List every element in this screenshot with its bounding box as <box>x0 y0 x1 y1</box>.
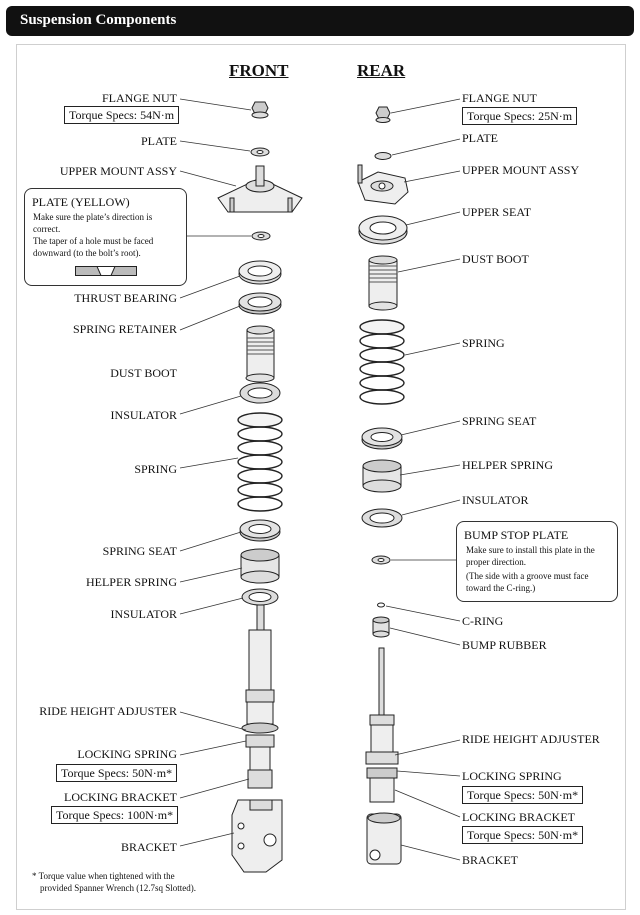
front-label-ride-height-adjuster: RIDE HEIGHT ADJUSTER <box>39 704 177 718</box>
diagram-frame <box>16 44 626 910</box>
front-plate-yellow-note: PLATE (YELLOW) Make sure the plate’s dir… <box>24 188 187 286</box>
front-label-insulator-lower: INSULATOR <box>110 607 177 621</box>
rear-label-locking-bracket: LOCKING BRACKET <box>462 810 575 824</box>
rear-label-locking-spring: LOCKING SPRING <box>462 769 562 783</box>
front-label-dust-boot: DUST BOOT <box>110 366 177 380</box>
rear-label-upper-mount: UPPER MOUNT ASSY <box>462 163 580 177</box>
rear-label-bracket: BRACKET <box>462 853 519 867</box>
front-label-bracket: BRACKET <box>120 840 177 854</box>
front-upper-mount <box>217 165 303 213</box>
plate-yellow-line-4: downward (to the bolt’s root). <box>33 248 141 258</box>
bump-stop-line-1: Make sure to install this plate in the <box>466 545 595 555</box>
front-label-spring-seat: SPRING SEAT <box>102 544 177 558</box>
rear-insulator <box>361 508 403 528</box>
rear-label-helper-spring: HELPER SPRING <box>462 458 554 472</box>
rear-helper-spring <box>362 459 402 493</box>
rear-label-dust-boot: DUST BOOT <box>462 252 529 266</box>
front-insulator-lower <box>241 588 279 606</box>
rear-c-ring <box>377 602 385 608</box>
rear-torque-locking-bracket: Torque Specs: 50N·m* <box>462 826 584 844</box>
rear-label-upper-seat: UPPER SEAT <box>462 205 532 219</box>
front-label-flange-nut: FLANGE NUT <box>102 91 177 105</box>
front-torque-locking-bracket: Torque Specs: 100N·m* <box>51 806 179 824</box>
front-dust-boot <box>245 325 275 383</box>
rear-label-flange-nut: FLANGE NUT <box>462 91 537 105</box>
bump-stop-line-3: (The side with a groove must face <box>466 571 589 581</box>
rear-column-heading: REAR <box>357 61 406 80</box>
rear-spring-seat <box>361 427 403 450</box>
front-label-locking-bracket: LOCKING BRACKET <box>64 790 177 804</box>
front-label-insulator-upper: INSULATOR <box>110 408 177 422</box>
plate-yellow-line-1: Make sure the plate’s direction is <box>33 212 153 222</box>
rear-bracket <box>366 812 402 865</box>
front-damper <box>241 604 279 789</box>
rear-upper-mount <box>357 164 409 205</box>
footnote-line-1: * Torque value when tightened with the <box>32 871 175 881</box>
rear-label-c-ring: C-RING <box>462 614 504 628</box>
rear-plate <box>374 152 392 160</box>
footnote-line-2: provided Spanner Wrench (12.7sq Slotted)… <box>40 883 196 893</box>
leader-lines <box>179 98 461 861</box>
plate-yellow-line-2: correct. <box>33 224 61 234</box>
rear-label-insulator: INSULATOR <box>462 493 529 507</box>
front-torque-locking-spring: Torque Specs: 50N·m* <box>56 764 178 782</box>
rear-label-bump-rubber: BUMP RUBBER <box>462 638 547 652</box>
front-flange-nut <box>251 101 269 119</box>
front-spring-retainer <box>238 292 282 315</box>
rear-bump-rubber <box>372 616 390 638</box>
rear-label-plate: PLATE <box>462 131 498 145</box>
front-thrust-bearing <box>238 260 282 285</box>
front-torque-flange-nut: Torque Specs: 54N·m <box>64 106 180 124</box>
rear-bump-stop-note: BUMP STOP PLATE Make sure to install thi… <box>456 521 618 602</box>
front-label-upper-mount: UPPER MOUNT ASSY <box>59 164 177 178</box>
rear-dust-boot <box>368 255 398 311</box>
front-label-spring: SPRING <box>134 462 177 476</box>
plate-section-icon <box>75 266 137 276</box>
rear-label-spring: SPRING <box>462 336 505 350</box>
rear-flange-nut <box>375 106 391 123</box>
front-helper-spring <box>240 548 280 584</box>
front-column-heading: FRONT <box>229 61 289 80</box>
rear-torque-flange-nut: Torque Specs: 25N·m <box>462 107 578 125</box>
front-spring-seat <box>239 519 281 542</box>
front-label-thrust-bearing: THRUST BEARING <box>74 291 177 305</box>
header-bar: Suspension Components <box>6 6 634 36</box>
bump-stop-line-2: proper direction. <box>466 557 526 567</box>
front-label-locking-spring: LOCKING SPRING <box>77 747 177 761</box>
front-label-spring-retainer: SPRING RETAINER <box>72 322 177 336</box>
page-title: Suspension Components <box>20 12 177 28</box>
front-bracket <box>231 799 283 873</box>
rear-torque-locking-spring: Torque Specs: 50N·m* <box>462 786 584 804</box>
front-label-helper-spring: HELPER SPRING <box>85 575 177 589</box>
bump-stop-title: BUMP STOP PLATE <box>464 528 569 542</box>
front-insulator-upper <box>239 382 281 404</box>
rear-label-ride-height-adjuster: RIDE HEIGHT ADJUSTER <box>462 732 600 746</box>
rear-label-spring-seat: SPRING SEAT <box>462 414 537 428</box>
rear-spring <box>359 319 405 405</box>
rear-upper-seat <box>358 215 408 245</box>
plate-yellow-line-3: The taper of a hole must be faced <box>33 236 154 246</box>
front-spring <box>237 412 283 512</box>
plate-yellow-title: PLATE (YELLOW) <box>32 195 130 209</box>
rear-damper <box>365 647 399 803</box>
rear-bump-stop-plate <box>371 555 391 565</box>
bump-stop-line-4: toward the C-ring.) <box>466 583 536 593</box>
front-label-plate: PLATE <box>141 134 177 148</box>
